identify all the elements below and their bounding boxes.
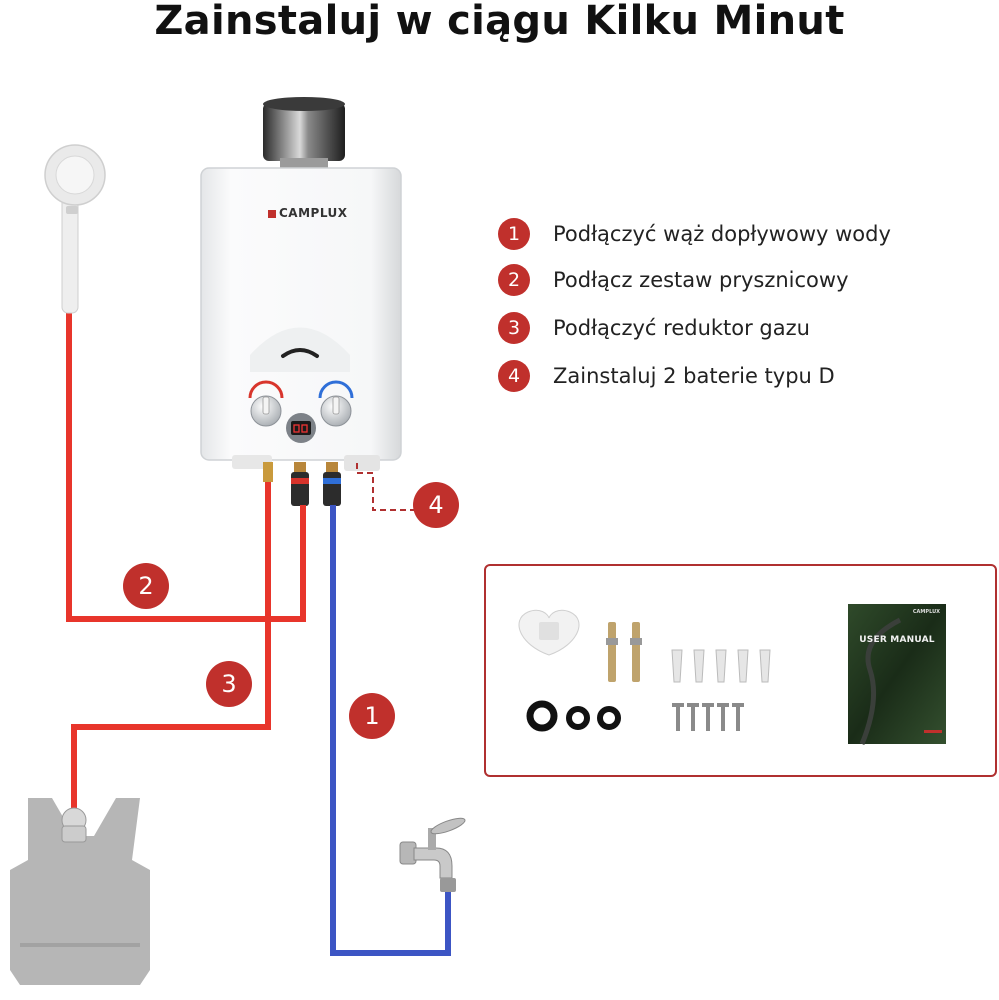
step-3: 3 Podłączyć reduktor gazu: [498, 310, 810, 346]
anchor-bolt-icon: [606, 622, 642, 682]
badge-shower: 2: [123, 563, 169, 609]
screw-icon: [672, 703, 744, 731]
manual-title: USER MANUAL: [859, 635, 935, 645]
heater-chimney: [263, 97, 345, 172]
step-number: 4: [498, 360, 530, 392]
water-supply-hose: [330, 505, 451, 956]
step-text: Podłącz zestaw prysznicowy: [553, 268, 849, 292]
step-number: 2: [498, 264, 530, 296]
temperature-knob: [248, 380, 284, 427]
badge-water: 1: [349, 693, 395, 739]
faucet-icon: [399, 817, 466, 892]
wall-plug-icon: [671, 649, 771, 683]
gas-cylinder-icon: [10, 798, 150, 985]
step-text: Zainstaluj 2 baterie typu D: [553, 364, 835, 388]
page-title: Zainstaluj w ciągu Kilku Minut: [154, 0, 845, 44]
step-1: 1 Podłączyć wąż dopływowy wody: [498, 216, 891, 252]
washer-icon: [526, 700, 621, 732]
battery-wire: [356, 463, 415, 511]
badge-battery: 4: [413, 482, 459, 528]
gas-inlet-fitting: [263, 462, 273, 482]
flame-window-icon: [281, 348, 319, 358]
water-flow-knob: [318, 380, 354, 427]
hot-water-outlet-fitting: [291, 462, 309, 506]
step-4: 4 Zainstaluj 2 baterie typu D: [498, 358, 835, 394]
step-text: Podłączyć reduktor gazu: [553, 316, 810, 340]
brand-mark-icon: [268, 210, 276, 218]
water-heater: [200, 167, 402, 471]
step-2: 2 Podłącz zestaw prysznicowy: [498, 262, 849, 298]
manual-brand: CAMPLUX: [912, 609, 940, 615]
gas-hose: [71, 482, 271, 810]
badge-gas: 3: [206, 661, 252, 707]
wall-bracket-icon: [518, 609, 580, 656]
shower-head-icon: [44, 144, 106, 314]
cold-water-inlet-fitting: [323, 462, 341, 506]
brand-logo: CAMPLUX: [268, 206, 348, 220]
accessories-box: [484, 564, 997, 777]
shower-hose: [66, 310, 306, 622]
user-manual: CAMPLUX USER MANUAL: [848, 604, 946, 744]
step-number: 1: [498, 218, 530, 250]
step-number: 3: [498, 312, 530, 344]
digital-display: [286, 413, 316, 443]
step-text: Podłączyć wąż dopływowy wody: [553, 222, 891, 246]
